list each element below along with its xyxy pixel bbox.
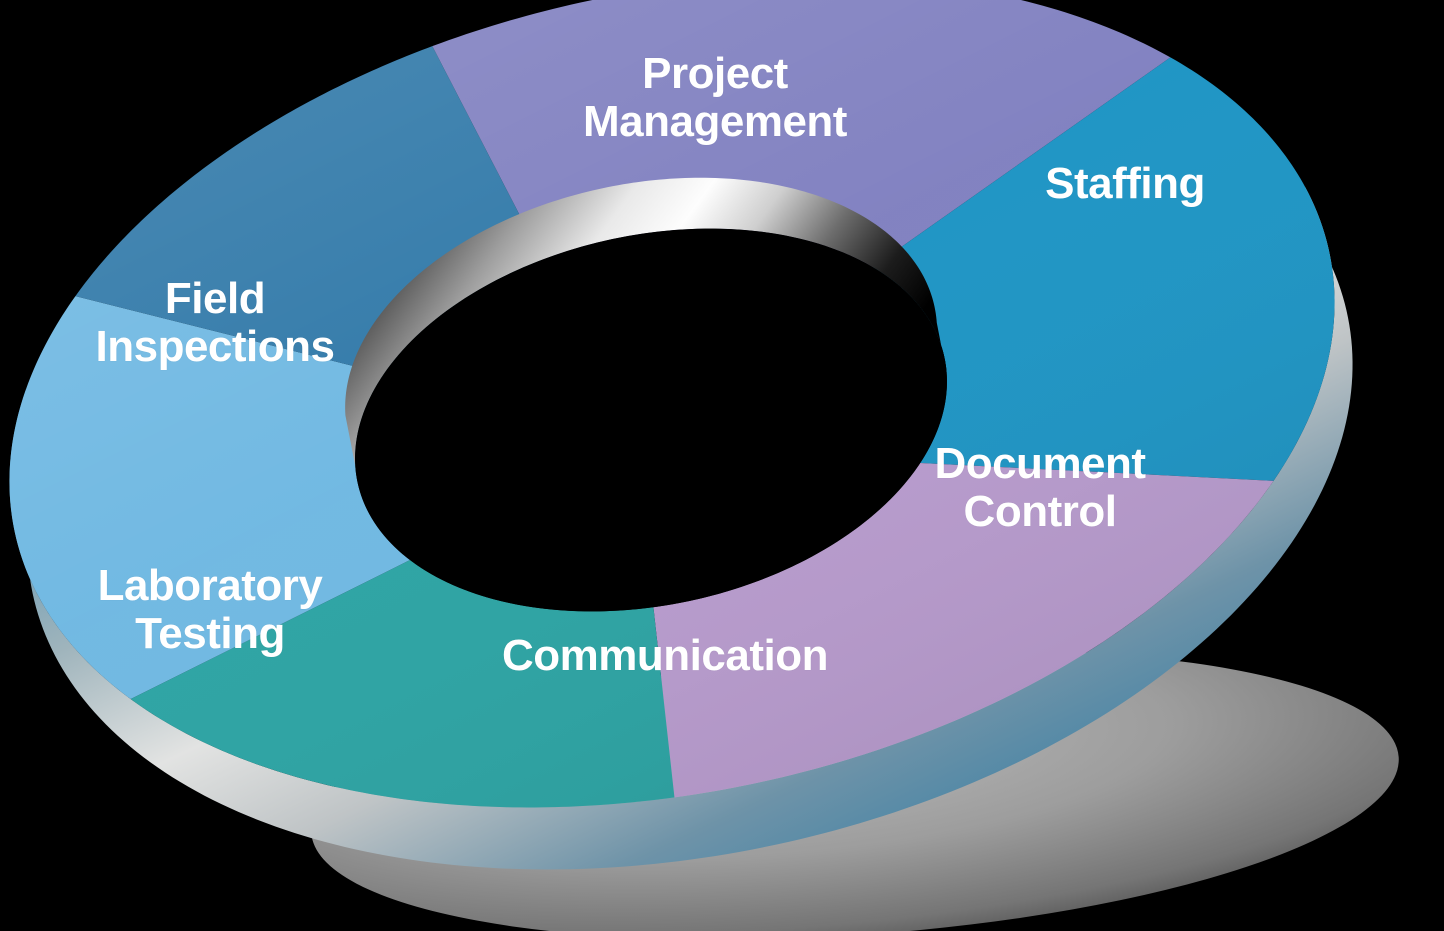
disc-outer-rim [9, 186, 1353, 870]
face-sheen [9, 0, 1335, 808]
inner-hole-wall [345, 177, 947, 467]
inner-hole [355, 228, 947, 612]
